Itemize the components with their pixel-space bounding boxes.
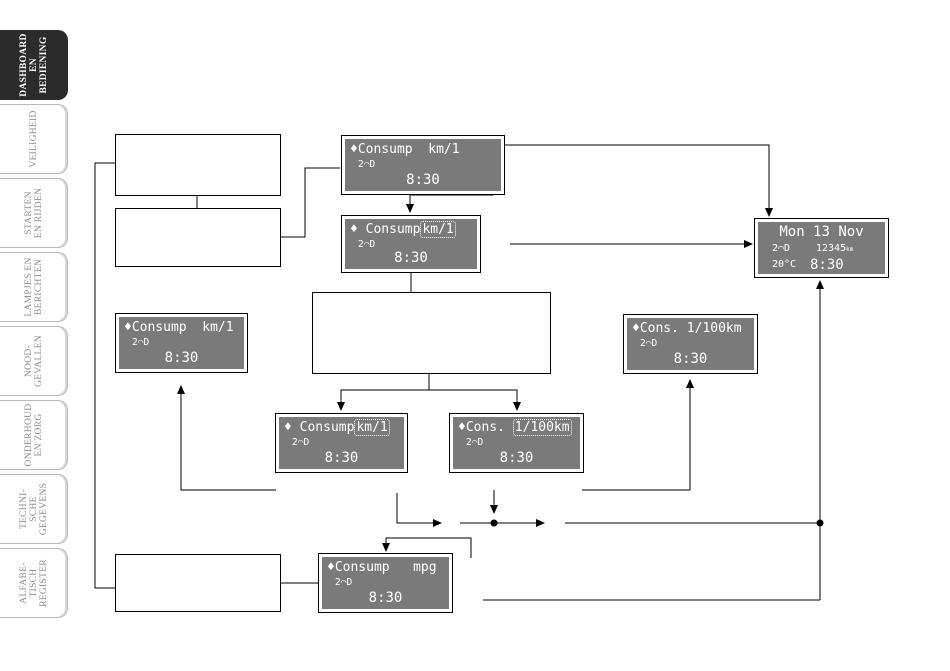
display-standard-odometer: 12345	[816, 243, 847, 254]
display-left-time: 8:30	[164, 350, 199, 366]
display-mid-right: ♦Cons. 1/100km 2⌒D 8:30	[449, 413, 584, 473]
bottom-feedback-arrow	[382, 537, 472, 558]
tab-veiligheid[interactable]: VEILIGHEID	[0, 104, 68, 174]
display-right-screen: ♦Cons. 1/100km 2⌒D 8:30	[627, 318, 754, 370]
display-bottom-title: ♦Consump	[327, 560, 414, 575]
display-mid-right-title: ♦Cons.	[458, 420, 513, 435]
display-right-time: 8:30	[673, 351, 708, 367]
display-top-gear: 2⌒D	[358, 159, 376, 170]
display-right-gear: 2⌒D	[640, 338, 658, 349]
display-standard-screen: Mon 13 Nov 2⌒D 12345km 20°C 8:30	[758, 222, 885, 274]
display-mid-left-time: 8:30	[324, 450, 359, 466]
display-mid-right-gear: 2⌒D	[466, 437, 484, 448]
display-right-title: ♦Cons.	[632, 321, 687, 336]
display-left-gear: 2⌒D	[132, 337, 150, 348]
textbox-to-middle-right-arrow	[429, 389, 521, 411]
textbox-to-middle-arrows	[337, 374, 430, 411]
midleft-to-left-arrow	[177, 385, 276, 491]
display-right: ♦Cons. 1/100km 2⌒D 8:30	[623, 314, 758, 374]
midright-to-right-arrow	[582, 379, 694, 491]
tab-onderhoud[interactable]: ONDERHOUD EN ZORG	[0, 400, 68, 470]
display-second-unit: km/1	[420, 221, 456, 238]
display-bottom-screen: ♦Consump mpg 2⌒D 8:30	[322, 557, 449, 609]
display-second-gear: 2⌒D	[358, 239, 376, 250]
display-top-screen: ♦Consump km/1 2⌒D 8:30	[345, 139, 501, 191]
display-standard-temperature: 20°C	[772, 259, 797, 270]
tab-lampjes[interactable]: LAMPJES EN BERICHTEN	[0, 252, 68, 322]
display-left: ♦Consump km/1 2⌒D 8:30	[115, 313, 248, 373]
display-standard-date: Mon 13 Nov	[779, 224, 864, 240]
box-to-top-display	[281, 167, 340, 238]
junction-dot-left	[490, 519, 498, 527]
junction-dot-right	[816, 519, 824, 527]
display-bottom: ♦Consump mpg 2⌒D 8:30	[318, 553, 453, 613]
display-second-time: 8:30	[394, 250, 428, 266]
display-left-title: ♦Consump	[124, 320, 203, 335]
midleft-down-arrow	[396, 493, 442, 527]
display-standard: Mon 13 Nov 2⌒D 12345km 20°C 8:30	[754, 218, 889, 278]
display-top-time: 8:30	[406, 172, 440, 188]
callout-box-1	[115, 134, 281, 196]
left-bracket-line	[94, 162, 115, 589]
tab-starten[interactable]: STARTEN EN RIJDEN	[0, 178, 68, 248]
tab-alfabetisch-register[interactable]: ALFABE- TISCH REGISTER	[0, 548, 68, 618]
display-right-unit: 1/100km	[686, 321, 742, 336]
display-mid-right-screen: ♦Cons. 1/100km 2⌒D 8:30	[453, 417, 580, 469]
callout-box-4	[115, 554, 281, 612]
display-mid-left-unit: km/1	[354, 419, 390, 436]
display-left-screen: ♦Consump km/1 2⌒D 8:30	[119, 317, 244, 369]
display-bottom-time: 8:30	[368, 590, 403, 606]
display-top: ♦Consump km/1 2⌒D 8:30	[341, 135, 505, 195]
display-top-title: ♦Consump	[350, 142, 429, 157]
display-standard-time: 8:30	[810, 257, 844, 273]
display-standard-odometer-unit: km	[846, 246, 854, 253]
display-bottom-unit: mpg	[413, 560, 437, 575]
top-to-standard-arrow	[505, 144, 773, 217]
callout-box-2	[115, 208, 281, 267]
tab-noodgevallen[interactable]: NOOD- GEVALLEN	[0, 326, 68, 396]
display-mid-right-time: 8:30	[499, 450, 534, 466]
display-mid-left-title: ♦ Consump	[284, 420, 355, 435]
display-left-unit: km/1	[202, 320, 234, 335]
display-second-title: ♦ Consump	[350, 222, 421, 237]
callout-box-3	[312, 292, 551, 374]
tab-dashboard[interactable]: DASHBOARD EN BEDIENING	[0, 30, 68, 100]
tab-technische-gegevens[interactable]: TECHNI- SCHE GEGEVENS	[0, 474, 68, 544]
display-mid-right-unit: 1/100km	[512, 419, 572, 436]
display-top-unit: km/1	[428, 142, 460, 157]
display-standard-gear: 2⌒D	[772, 243, 791, 254]
display-mid-left-gear: 2⌒D	[292, 437, 310, 448]
display-bottom-gear: 2⌒D	[335, 577, 353, 588]
